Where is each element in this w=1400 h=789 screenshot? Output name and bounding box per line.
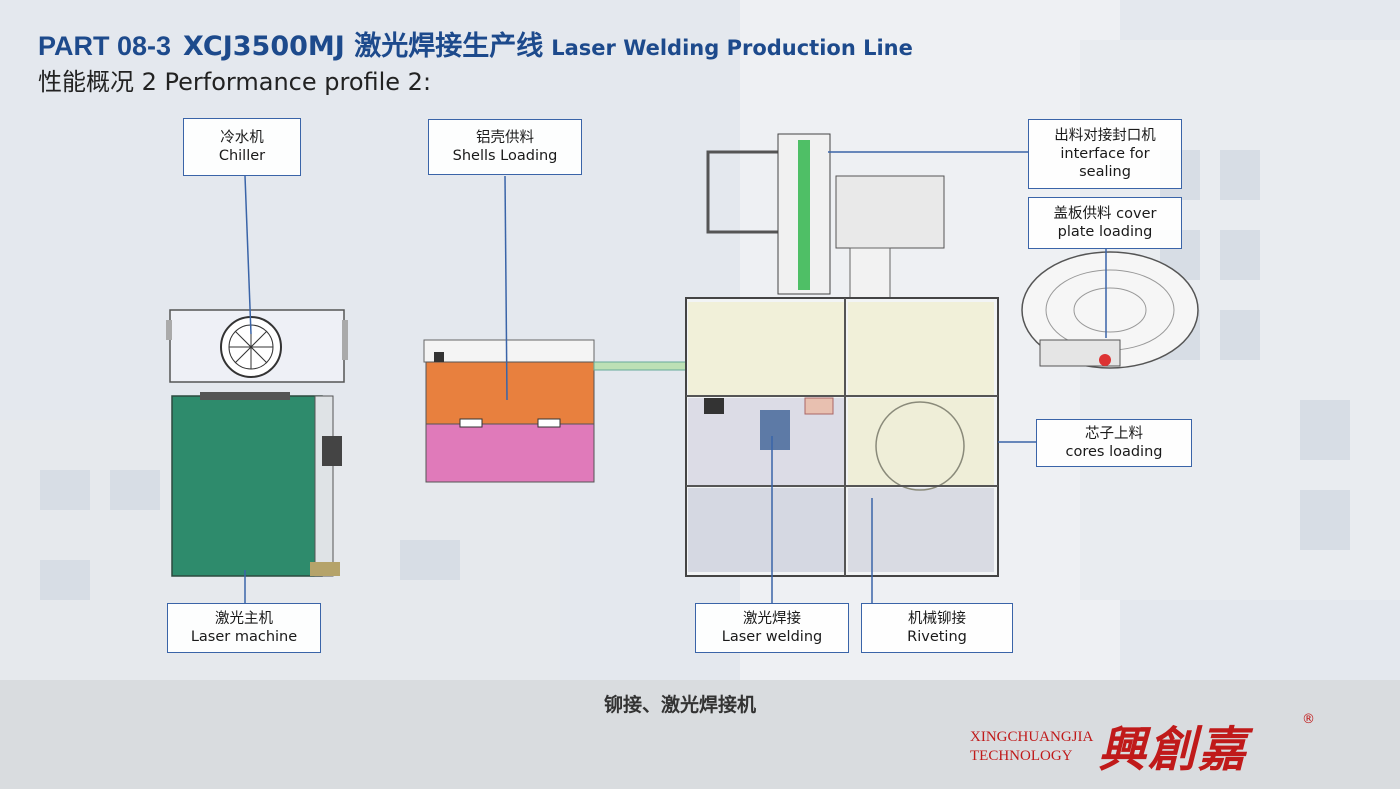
label-laser-machine: 激光主机 Laser machine	[167, 603, 321, 653]
label-laser-welding: 激光焊接 Laser welding	[695, 603, 849, 653]
brand-text: XINGCHUANGJIA TECHNOLOGY	[970, 728, 1093, 766]
page-title: PART 08-3 XCJ3500MJ 激光焊接生产线 Laser Welding …	[38, 24, 913, 63]
label-chiller-cn: 冷水机	[220, 130, 264, 146]
label-cores-en: cores loading	[1065, 444, 1163, 460]
label-cores-cn: 芯子上料	[1085, 426, 1143, 442]
title-english: Laser Welding Production Line	[551, 36, 913, 60]
label-sealing-en1: interface for	[1060, 146, 1150, 162]
label-sealing-en2: sealing	[1079, 164, 1131, 180]
label-cover-cn: 盖板供料 cover	[1053, 206, 1157, 222]
label-sealing-interface: 出料对接封口机 interface for sealing	[1028, 119, 1182, 189]
label-laser-welding-en: Laser welding	[721, 629, 823, 645]
label-sealing-cn: 出料对接封口机	[1054, 128, 1156, 144]
label-laser-welding-cn: 激光焊接	[743, 611, 801, 627]
label-riveting: 机械铆接 Riveting	[861, 603, 1013, 653]
label-shells-loading: 铝壳供料 Shells Loading	[428, 119, 582, 175]
cover-plate-loading-unit	[1021, 251, 1199, 369]
model-name: XCJ3500MJ 激光焊接生产线	[183, 31, 544, 62]
brand-line1: XINGCHUANGJIA	[970, 729, 1094, 745]
brand-logo: 興創嘉	[1098, 722, 1249, 778]
label-riveting-cn: 机械铆接	[908, 611, 966, 627]
chiller-unit	[166, 309, 348, 383]
label-cover-plate-loading: 盖板供料 cover plate loading	[1028, 197, 1182, 249]
diagram-caption: 铆接、激光焊接机	[604, 694, 757, 716]
label-laser-machine-cn: 激光主机	[215, 611, 273, 627]
page-subtitle: 性能概况 2 Performance profile 2:	[38, 68, 432, 96]
label-cover-en: plate loading	[1057, 224, 1153, 240]
laser-machine-unit	[171, 392, 342, 577]
sealing-interface-unit	[706, 133, 945, 301]
label-chiller-en: Chiller	[218, 148, 266, 164]
label-laser-machine-en: Laser machine	[190, 629, 298, 645]
label-riveting-en: Riveting	[907, 629, 967, 645]
registered-mark: ®	[1302, 712, 1315, 727]
label-cores-loading: 芯子上料 cores loading	[1036, 419, 1192, 467]
label-chiller: 冷水机 Chiller	[183, 118, 301, 176]
main-cabinet	[685, 297, 999, 577]
brand-line2: TECHNOLOGY	[970, 748, 1073, 764]
part-number: PART 08-3	[38, 31, 172, 61]
shell-loading-unit	[423, 339, 689, 483]
label-shells-en: Shells Loading	[452, 148, 558, 164]
label-shells-cn: 铝壳供料	[476, 130, 534, 146]
